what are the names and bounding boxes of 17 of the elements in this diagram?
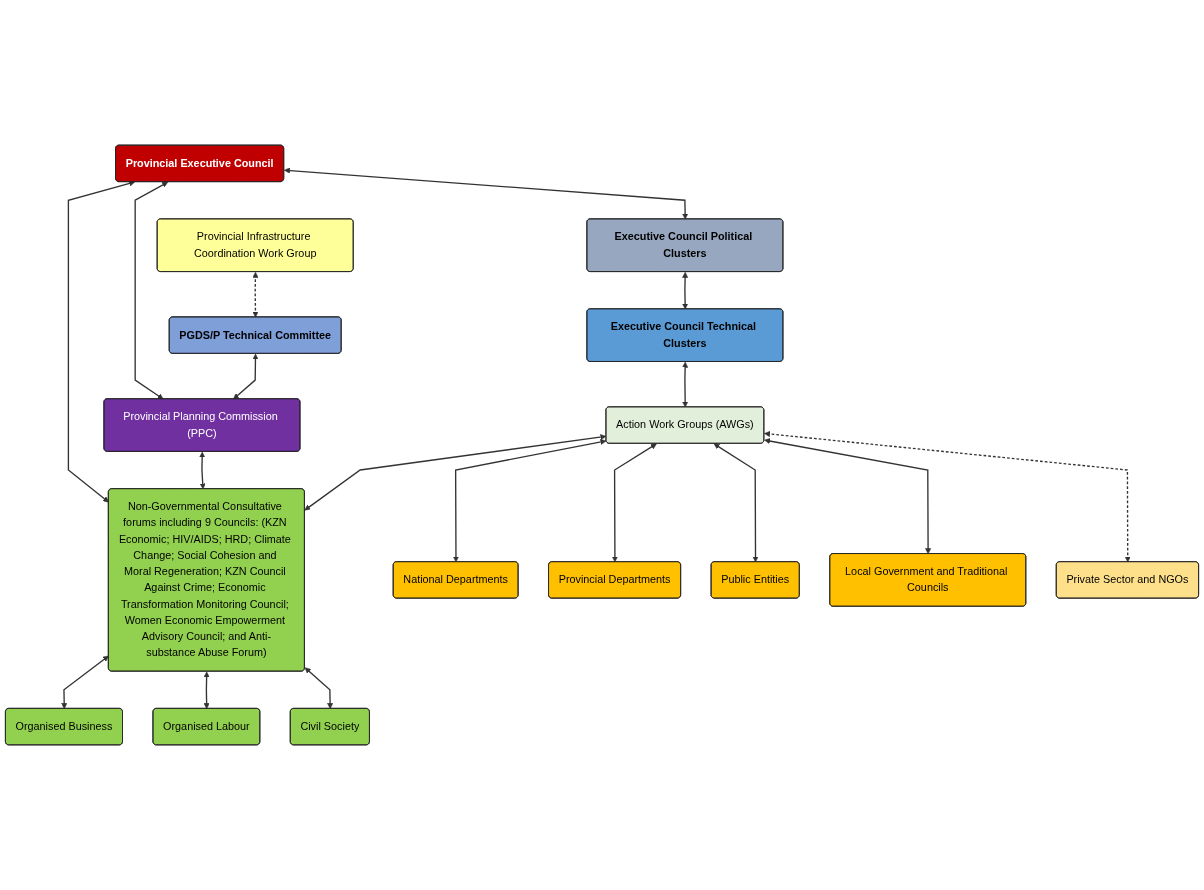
arrow xyxy=(713,443,759,563)
arrow xyxy=(134,181,169,400)
arrow xyxy=(199,451,206,490)
arrow xyxy=(764,438,932,555)
arrow xyxy=(764,431,1131,563)
arrow xyxy=(304,667,334,709)
arrow xyxy=(611,443,657,563)
arrow xyxy=(203,671,210,709)
arrow xyxy=(304,434,607,511)
arrow xyxy=(453,439,607,563)
arrow xyxy=(682,271,689,310)
arrow xyxy=(252,271,259,318)
arrow xyxy=(61,655,109,709)
arrow xyxy=(233,353,259,400)
arrow xyxy=(67,180,135,503)
arrow xyxy=(682,361,689,408)
arrow xyxy=(284,167,689,220)
